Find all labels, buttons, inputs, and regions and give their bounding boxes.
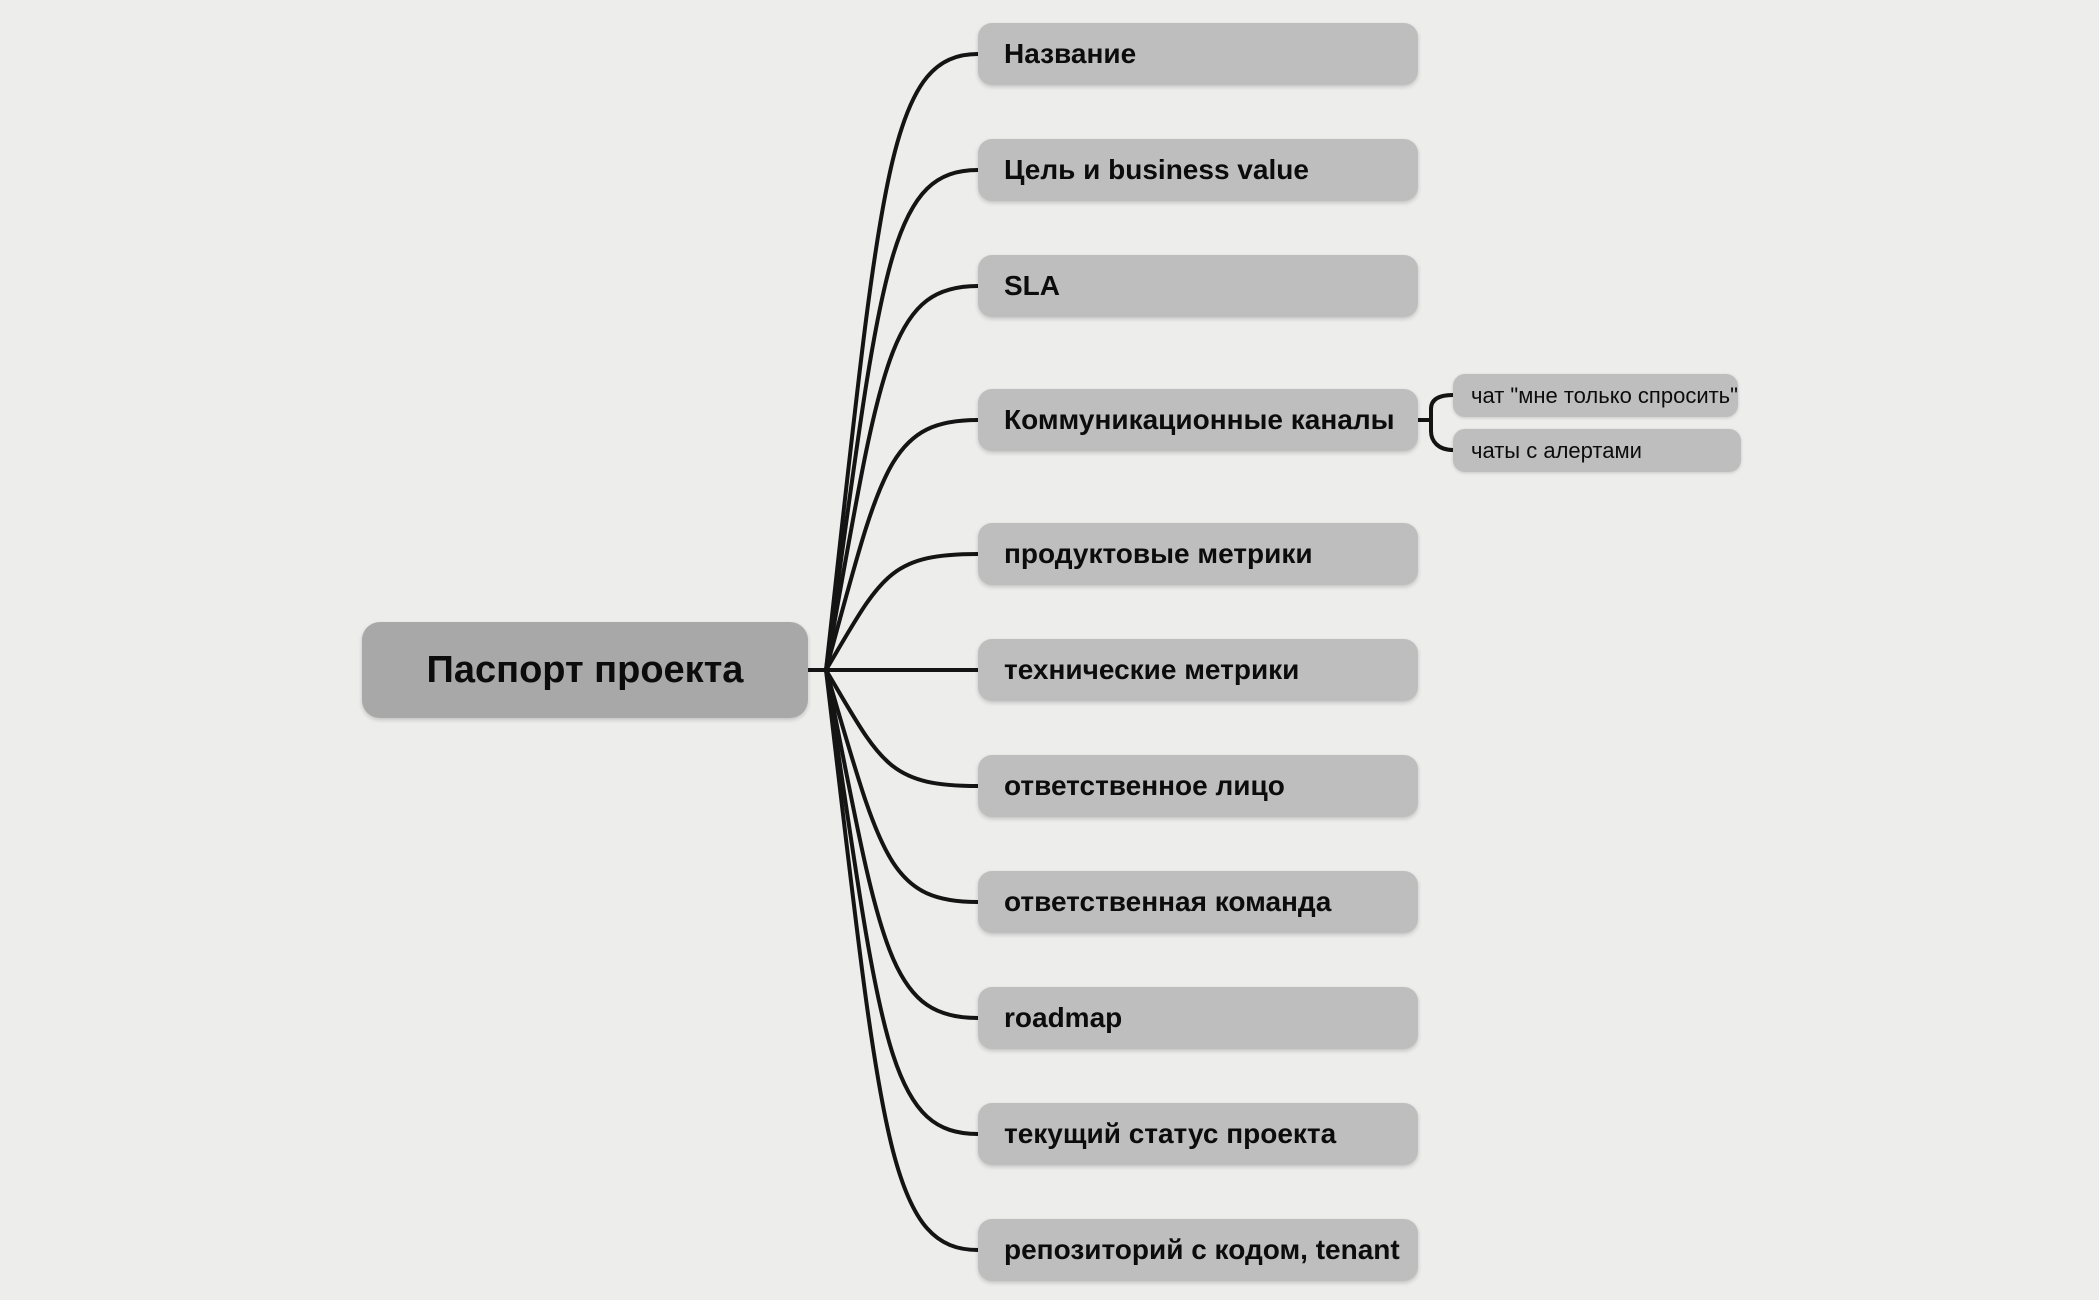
node-label: SLA bbox=[1004, 270, 1060, 301]
node-product-metrics[interactable]: продуктовые метрики bbox=[978, 523, 1418, 585]
node-current-project-status[interactable]: текущий статус проекта bbox=[978, 1103, 1418, 1165]
subnode-alert-chats[interactable]: чаты с алертами bbox=[1453, 429, 1741, 472]
node-label: Цель и business value bbox=[1004, 154, 1309, 185]
connector-root-responsible-person bbox=[824, 668, 980, 788]
subnode-just-ask-chat[interactable]: чат "мне только спросить" bbox=[1453, 374, 1738, 417]
connector-root-roadmap bbox=[824, 668, 980, 1020]
node-responsible-person[interactable]: ответственное лицо bbox=[978, 755, 1418, 817]
node-label: чат "мне только спросить" bbox=[1471, 382, 1738, 408]
node-goal-business-value[interactable]: Цель и business value bbox=[978, 139, 1418, 201]
connector-root-title bbox=[824, 52, 980, 672]
node-label: продуктовые метрики bbox=[1004, 538, 1313, 569]
node-roadmap[interactable]: roadmap bbox=[978, 987, 1418, 1049]
connector-root-sla bbox=[824, 284, 980, 672]
connector-communication-children bbox=[1429, 393, 1455, 452]
node-label: репозиторий с кодом, tenant bbox=[1004, 1234, 1400, 1265]
node-communication-channels[interactable]: Коммуникационные каналы bbox=[978, 389, 1418, 451]
connector-root-current-status bbox=[824, 668, 980, 1136]
connector-root-product-metrics bbox=[824, 552, 980, 672]
root-node-label: Паспорт проекта bbox=[426, 648, 744, 691]
node-label: технические метрики bbox=[1004, 654, 1300, 685]
node-title[interactable]: Название bbox=[978, 23, 1418, 85]
node-label: roadmap bbox=[1004, 1002, 1123, 1033]
node-code-repository-tenant[interactable]: репозиторий с кодом, tenant bbox=[978, 1219, 1418, 1281]
node-label: ответственная команда bbox=[1004, 886, 1332, 917]
node-label: текущий статус проекта bbox=[1004, 1118, 1337, 1149]
node-responsible-team[interactable]: ответственная команда bbox=[978, 871, 1418, 933]
root-node-project-passport[interactable]: Паспорт проекта bbox=[362, 622, 808, 718]
node-sla[interactable]: SLA bbox=[978, 255, 1418, 317]
connector-root-goal bbox=[824, 168, 980, 672]
connector-root-repository bbox=[824, 668, 980, 1252]
node-label: Название bbox=[1004, 38, 1137, 69]
connector-root-communication bbox=[824, 418, 980, 672]
node-label: ответственное лицо bbox=[1004, 770, 1285, 801]
node-technical-metrics[interactable]: технические метрики bbox=[978, 639, 1418, 701]
connector-root-responsible-team bbox=[824, 668, 980, 904]
node-label: чаты с алертами bbox=[1471, 437, 1642, 463]
node-label: Коммуникационные каналы bbox=[1004, 404, 1395, 435]
